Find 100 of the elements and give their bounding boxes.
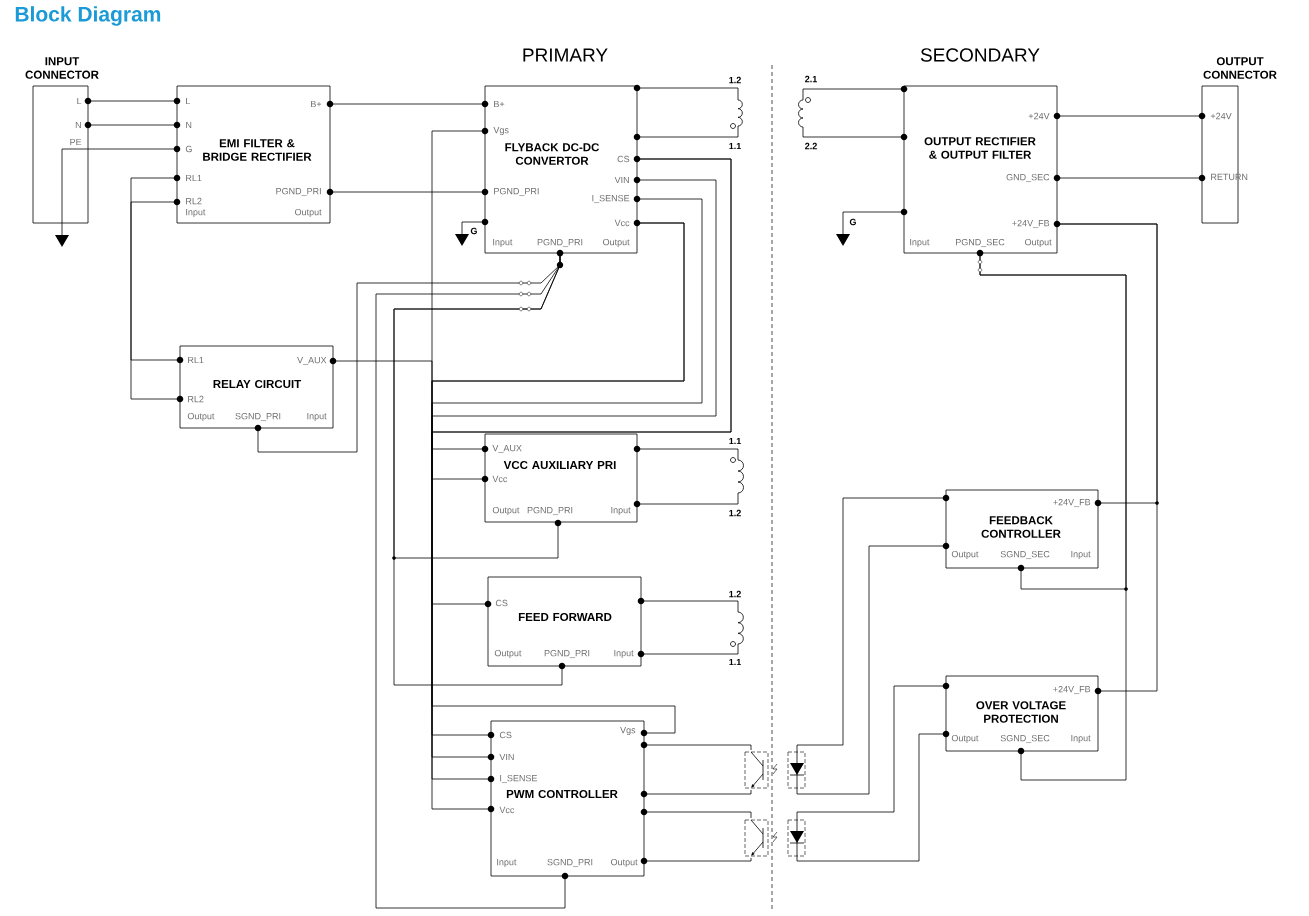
block-box: [942, 675, 1102, 755]
block-box: [481, 433, 641, 527]
diagram-title: Block Diagram: [15, 6, 161, 26]
pin-label: G: [185, 145, 192, 153]
connector-heading: INPUT CONNECTOR: [25, 57, 99, 79]
terminal-label: 1.2: [729, 76, 741, 84]
pin-label: PGND_PRI: [544, 649, 590, 659]
block-box: [900, 85, 1061, 257]
pin-label: Input: [493, 238, 513, 248]
pin-label: SGND_SEC: [1000, 734, 1050, 744]
pin-label: RL2: [186, 197, 202, 205]
pin-label: Input: [1071, 551, 1091, 560]
block-title: VCC AUXILIARY PRI: [503, 460, 616, 470]
pin-label: Output: [611, 858, 638, 868]
terminal-label: 2.1: [805, 75, 817, 83]
block-title: FLYBACK DC-DC CONVERTOR: [505, 143, 600, 165]
pin-label: Output: [1025, 238, 1052, 248]
block-box: [25, 57, 99, 224]
pin-label: I_SENSE: [592, 194, 630, 204]
pin-label: Vcc: [614, 219, 630, 227]
pin-label: V_AUX: [297, 357, 327, 365]
pin-label: RL1: [186, 174, 202, 182]
pin-label: Input: [910, 238, 930, 248]
terminal-label: G: [849, 218, 856, 226]
pin-label: PGND_PRI: [494, 187, 539, 197]
block-title: FEEDBACK CONTROLLER: [981, 516, 1061, 538]
block-title: OVER VOLTAGE PROTECTION: [976, 701, 1066, 723]
pin-label: Vgs: [620, 727, 636, 736]
ground-symbol: [836, 234, 850, 246]
pin-label: Output: [492, 506, 520, 516]
pin-label: SGND_SEC: [1000, 550, 1050, 560]
terminal-label: 1.1: [729, 658, 741, 666]
pin-label: CS: [499, 731, 512, 739]
ground-symbol: [55, 235, 69, 247]
pin-label: RL2: [188, 395, 204, 403]
ground-symbol: [455, 234, 469, 246]
pin-label: Vcc: [499, 806, 515, 814]
pin-label: Input: [307, 412, 327, 422]
block-box: [176, 345, 337, 432]
block-title: OUTPUT RECTIFIER & OUTPUT FILTER: [924, 137, 1036, 159]
block-box: [487, 720, 648, 880]
pin-label: Vcc: [492, 475, 508, 483]
pin-label: Input: [1071, 735, 1091, 744]
pin-label: Output: [951, 734, 979, 744]
block-title: EMI FILTER & BRIDGE RECTIFIER: [203, 139, 312, 161]
terminal-label: 1.2: [729, 509, 741, 517]
pin-label: +24V_FB: [1053, 685, 1091, 695]
terminal-label: 1.1: [729, 142, 741, 150]
pin-label: Output: [951, 550, 979, 560]
block-title: FEED FORWARD: [518, 612, 612, 622]
block-box: [942, 489, 1102, 572]
terminal-label: 1.1: [729, 437, 741, 445]
pin-label: B+: [311, 100, 322, 108]
section-heading: SECONDARY: [920, 48, 1040, 62]
pin-label: RL1: [188, 356, 204, 364]
pin-label: CS: [495, 599, 508, 607]
optocoupler-symbol: [744, 817, 806, 859]
wire: [431, 158, 732, 605]
pin-label: Output: [494, 649, 522, 659]
terminal-label: G: [470, 227, 477, 235]
pin-label: SGND_PRI: [235, 412, 281, 422]
optocoupler-symbol: [744, 749, 806, 791]
coil-symbol: [730, 455, 744, 498]
pin-label: B+: [494, 100, 505, 108]
pin-label: +24V: [1210, 112, 1232, 120]
wire: [1056, 223, 1158, 692]
pin-label: N: [186, 121, 192, 129]
connector-heading: OUTPUT CONNECTOR: [1203, 57, 1277, 79]
wire: [979, 252, 1127, 781]
terminal-label: 2.2: [805, 142, 817, 150]
block-title: RELAY CIRCUIT: [213, 379, 302, 389]
wire: [61, 222, 63, 236]
pin-label: Input: [186, 208, 206, 218]
pin-label: Output: [295, 208, 322, 218]
pin-label: GND_SEC: [1006, 173, 1050, 183]
pin-label: CS: [617, 155, 630, 163]
pin-label: L: [186, 97, 191, 105]
block-box: [481, 84, 641, 257]
pin-label: L: [77, 97, 82, 105]
pin-label: PGND_PRI: [276, 187, 321, 197]
pin-label: Input: [497, 859, 517, 868]
section-heading: PRIMARY: [523, 48, 608, 62]
wire: [393, 252, 561, 559]
block-title: PWM CONTROLLER: [506, 789, 618, 799]
terminal-label: 1.2: [729, 590, 741, 598]
pin-label: +24V: [1028, 112, 1050, 120]
wire: [431, 130, 676, 734]
pin-label: VIN: [614, 176, 629, 184]
pin-label: N: [75, 121, 81, 129]
pin-label: VIN: [499, 753, 514, 761]
block-box: [173, 85, 334, 224]
block-box: [484, 576, 645, 670]
pin-label: Output: [603, 238, 630, 248]
pin-label: PE: [70, 138, 82, 146]
block-box: [1198, 57, 1277, 224]
coil-symbol: [730, 607, 744, 649]
pin-label: Output: [187, 412, 215, 422]
coil-symbol: [730, 95, 743, 131]
coil-symbol: [798, 95, 811, 132]
pin-label: Vgs: [493, 126, 509, 136]
